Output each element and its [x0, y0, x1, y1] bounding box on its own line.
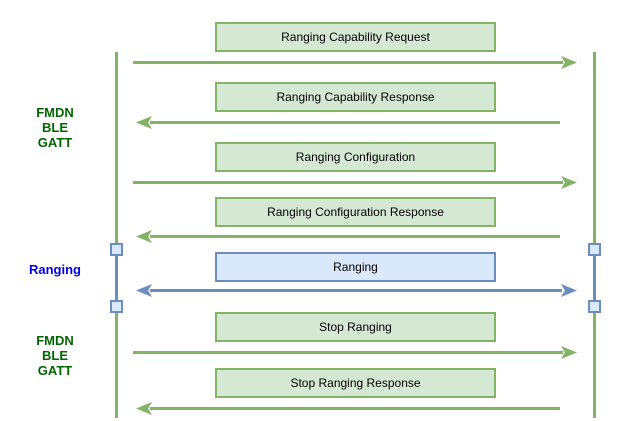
- message-box-stop-ranging: Stop Ranging: [215, 312, 496, 342]
- section-label-ranging: Ranging: [0, 262, 110, 277]
- message-label: Ranging Capability Request: [281, 30, 430, 44]
- section-label-line: BLE: [42, 120, 68, 135]
- message-box-stop-ranging-response: Stop Ranging Response: [215, 368, 496, 398]
- message-box-ranging: Ranging: [215, 252, 496, 282]
- section-label-line: GATT: [37, 363, 73, 378]
- arrow-left-2: [150, 121, 560, 124]
- arrow-right-1: [133, 61, 563, 64]
- message-box-ranging-configuration: Ranging Configuration: [215, 142, 496, 172]
- section-label-fmdn-ble-gatt-top: FMDN BLE GATT: [0, 105, 110, 150]
- arrowhead-right-3: [561, 176, 577, 189]
- message-label: Ranging Configuration: [295, 150, 416, 164]
- section-label-line: FMDN: [36, 105, 74, 120]
- arrow-both-5: [150, 289, 562, 292]
- ranging-activation-right: [593, 250, 596, 306]
- section-label-line: FMDN: [36, 333, 74, 348]
- arrow-left-4: [150, 235, 560, 238]
- arrowhead-right-1: [561, 56, 577, 69]
- section-label-line: GATT: [37, 135, 73, 150]
- arrowhead-right-6: [561, 346, 577, 359]
- arrowhead-right-5: [561, 284, 577, 297]
- ranging-activation-left: [115, 250, 118, 306]
- message-label: Stop Ranging: [319, 320, 392, 334]
- lifeline-left: [115, 52, 118, 418]
- activation-square-right-bottom: [588, 300, 601, 313]
- activation-square-left-top: [110, 243, 123, 256]
- message-box-ranging-capability-response: Ranging Capability Response: [215, 82, 496, 112]
- message-label: Ranging Capability Response: [276, 90, 435, 104]
- activation-square-right-top: [588, 243, 601, 256]
- activation-square-left-bottom: [110, 300, 123, 313]
- arrow-right-6: [133, 351, 563, 354]
- message-label: Ranging: [333, 260, 378, 274]
- lifeline-right: [593, 52, 596, 418]
- section-label-line: Ranging: [29, 262, 81, 277]
- arrow-left-7: [150, 407, 560, 410]
- arrow-right-3: [133, 181, 563, 184]
- section-label-fmdn-ble-gatt-bottom: FMDN BLE GATT: [0, 333, 110, 378]
- message-label: Ranging Configuration Response: [267, 205, 444, 219]
- message-box-ranging-capability-request: Ranging Capability Request: [215, 22, 496, 52]
- message-label: Stop Ranging Response: [290, 376, 421, 390]
- message-box-ranging-configuration-response: Ranging Configuration Response: [215, 197, 496, 227]
- section-label-line: BLE: [42, 348, 68, 363]
